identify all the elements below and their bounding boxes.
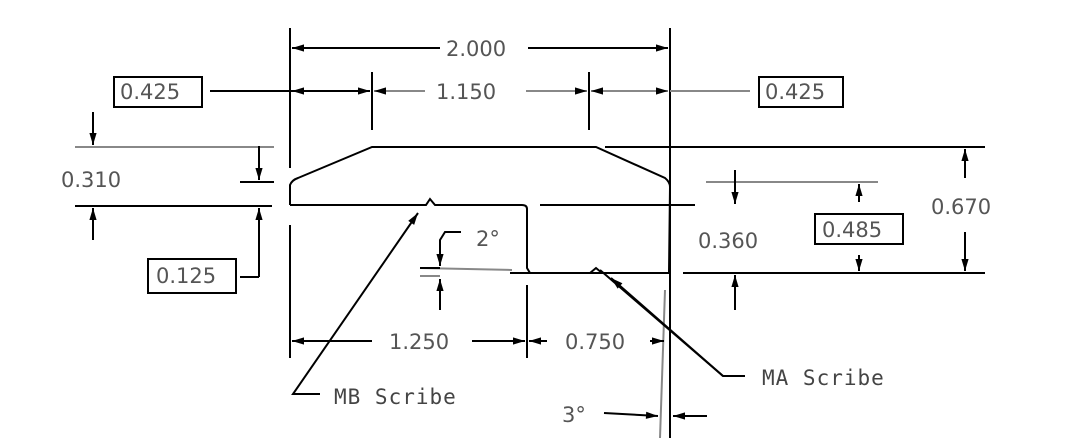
extension-lines xyxy=(75,28,985,438)
svg-text:0.425: 0.425 xyxy=(120,80,180,104)
dim-left-chamfer-box: 0.425 xyxy=(113,76,203,108)
dim-top-flat: 1.150 xyxy=(210,80,750,104)
ma-scribe-callout: MA Scribe xyxy=(599,269,885,390)
dim-left-lip: 0.125 xyxy=(147,208,263,294)
svg-text:2.000: 2.000 xyxy=(446,37,506,61)
svg-text:3°: 3° xyxy=(562,403,586,427)
svg-text:0.310: 0.310 xyxy=(61,168,121,192)
dim-right-chamfer-box: 0.425 xyxy=(758,76,844,108)
svg-text:0.750: 0.750 xyxy=(565,330,625,354)
dim-step-angle: 2° xyxy=(420,227,500,310)
dim-bottom-widths: 1.250 0.750 xyxy=(292,330,664,354)
svg-text:MB Scribe: MB Scribe xyxy=(334,385,457,409)
svg-text:2°: 2° xyxy=(476,227,500,251)
dim-side-angle: 3° xyxy=(562,403,707,427)
dim-step-height: 0.360 xyxy=(698,170,758,310)
svg-text:1.150: 1.150 xyxy=(436,80,496,104)
svg-text:1.250: 1.250 xyxy=(389,330,449,354)
dim-overall-width: 2.000 xyxy=(292,37,668,61)
svg-text:MA Scribe: MA Scribe xyxy=(762,366,885,390)
mb-scribe-callout: MB Scribe xyxy=(291,212,457,409)
part-profile xyxy=(289,146,695,274)
svg-text:0.125: 0.125 xyxy=(156,264,216,288)
svg-text:0.360: 0.360 xyxy=(698,229,758,253)
svg-text:0.670: 0.670 xyxy=(931,195,991,219)
dim-right-height: 0.485 xyxy=(814,184,904,271)
dim-overall-height: 0.670 xyxy=(931,149,991,271)
svg-text:0.485: 0.485 xyxy=(822,218,882,242)
dim-left-height: 0.310 xyxy=(61,112,263,240)
svg-text:0.425: 0.425 xyxy=(765,80,825,104)
